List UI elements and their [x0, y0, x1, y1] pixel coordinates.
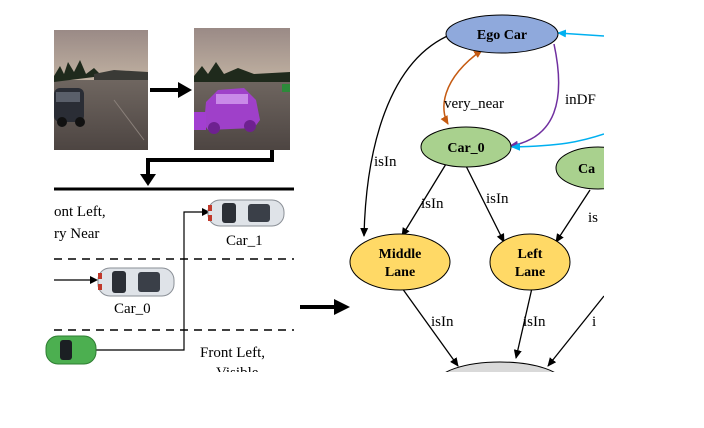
left-to-car0-arrowhead [90, 276, 98, 284]
edge-left-lane-to-road [513, 287, 533, 359]
ego-car-icon [45, 335, 97, 365]
bottom-crop [0, 372, 704, 428]
edge-very-near [440, 49, 483, 125]
node-middle-lane [349, 233, 451, 291]
node-road [445, 361, 555, 372]
edge-label-isin-partial: is [588, 210, 598, 226]
edge-ego-to-middle-lane [360, 33, 453, 237]
edge-label-isin-car0-left: isIn [486, 191, 509, 207]
edge-label-isin-right-road: i [592, 314, 596, 330]
edge-label-isin-car0-middle: isIn [421, 196, 444, 212]
node-car-0-label: Car_0 [447, 141, 484, 156]
car-1-icon [207, 199, 285, 227]
node-ego-car [445, 14, 559, 54]
bottom-label-line1: Front Left, [200, 345, 265, 361]
node-left-lane-label-line1: Left [518, 247, 543, 262]
node-partial-car [555, 146, 604, 190]
edge-label-isin-ego: isIn [374, 154, 397, 170]
segmented-image [194, 28, 290, 150]
car-0-label: Car_0 [114, 301, 151, 317]
edge-middle-lane-to-road [401, 287, 459, 367]
edge-partial-car-to-left-lane [555, 189, 591, 243]
edge-cyan-to-car0 [511, 133, 604, 151]
edge-car0-to-left-lane [465, 165, 505, 243]
node-middle-lane-label-line1: Middle [379, 247, 422, 262]
ego-to-car1-connector [96, 211, 204, 351]
segment-to-scene-arrow-line [146, 150, 274, 176]
lane-left-label-line2: ry Near [54, 226, 100, 242]
car-0-icon [97, 267, 175, 297]
edge-label-isin-left-road: isIn [523, 314, 546, 330]
image-to-segment-arrowhead [178, 82, 192, 98]
edge-right-to-road [547, 295, 604, 367]
edge-cyan-to-ego [557, 29, 604, 38]
node-car-0 [420, 126, 512, 168]
edge-label-indf: inDF [565, 92, 596, 108]
node-partial-car-label: Ca [578, 162, 595, 177]
lane-left-label-line1: ont Left, [54, 204, 106, 220]
scene-to-graph-arrowhead [334, 299, 350, 315]
edge-car0-to-middle-lane [401, 163, 447, 237]
node-ego-car-label: Ego Car [477, 28, 527, 43]
node-left-lane-label-line2: Lane [515, 265, 545, 280]
camera-image-drawing [54, 30, 148, 150]
camera-image [54, 30, 148, 150]
segmented-image-drawing [194, 28, 290, 150]
ego-to-car1-arrowhead [202, 208, 210, 216]
bottom-label-line2: Visible [216, 366, 258, 372]
node-middle-lane-label-line2: Lane [385, 265, 415, 280]
edge-label-isin-middle-road: isIn [431, 314, 454, 330]
car-1-label: Car_1 [226, 233, 263, 249]
edge-label-very-near: very_near [444, 96, 504, 112]
node-left-lane [489, 233, 571, 291]
segment-to-scene-arrowhead [140, 174, 156, 186]
edge-indf [509, 43, 560, 149]
